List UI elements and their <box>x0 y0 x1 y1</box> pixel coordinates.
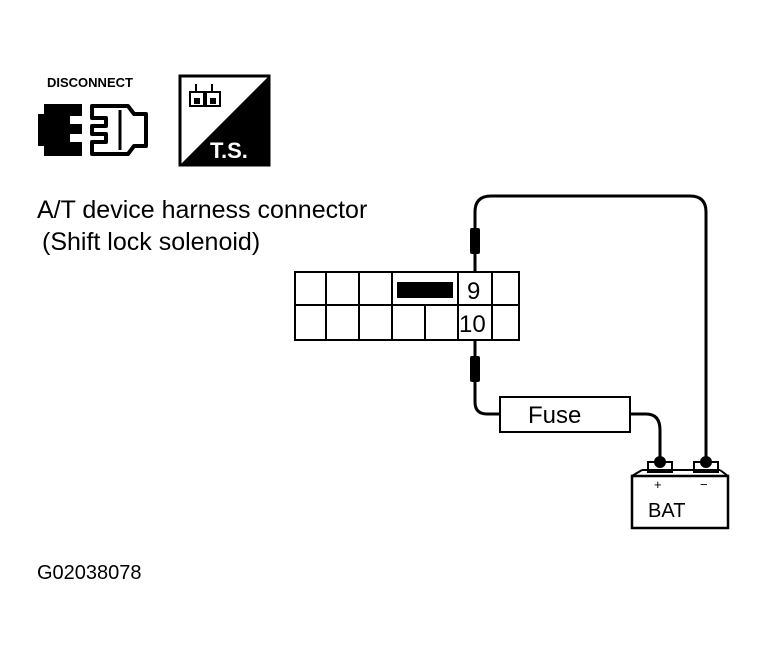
disconnect-label: DISCONNECT <box>47 75 133 90</box>
probe-lower <box>470 356 480 382</box>
connector-disconnect-icon <box>38 104 148 156</box>
troubleshooting-icon: T.S. <box>178 74 271 167</box>
connector-title-line1: A/T device harness connector <box>37 196 367 224</box>
small-connector-icon <box>189 84 221 107</box>
probe-upper <box>470 228 480 254</box>
disconnect-icon-group: DISCONNECT <box>38 75 148 156</box>
battery: + − BAT <box>630 456 730 530</box>
connector-title-line2: (Shift lock solenoid) <box>42 228 260 256</box>
terminal-9-label: 9 <box>467 278 480 305</box>
ts-label: T.S. <box>210 138 248 163</box>
circuit-wires <box>473 194 708 462</box>
battery-plus-sign: + <box>654 477 662 492</box>
terminal-10-label: 10 <box>459 311 486 338</box>
battery-minus-sign: − <box>700 477 708 492</box>
harness-connector <box>294 271 520 341</box>
fuse-label: Fuse <box>528 402 581 429</box>
fuse: Fuse <box>499 396 631 433</box>
connector-lock-tab <box>397 282 453 298</box>
figure-id: G02038078 <box>37 562 142 584</box>
battery-label: BAT <box>648 500 685 522</box>
